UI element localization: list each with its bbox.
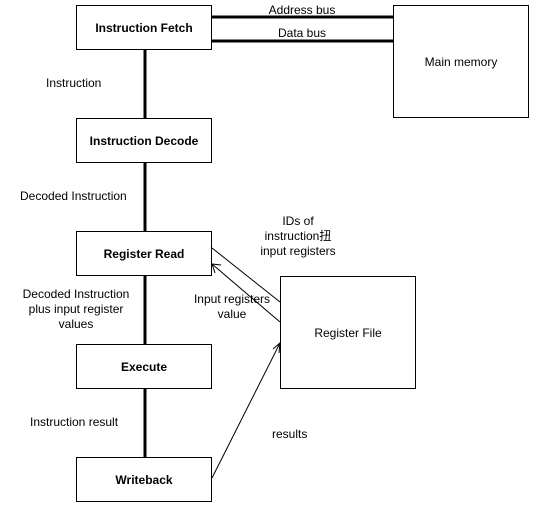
decoded-plus-line-1: Decoded Instruction <box>22 287 130 301</box>
decoded-plus-line-3: values <box>58 317 94 331</box>
ids-line-2: instruction扭 <box>264 229 332 243</box>
ids-line-3: input registers <box>260 244 336 258</box>
ids-label: IDs of instruction扭 input registers <box>248 214 348 259</box>
ids-line-1: IDs of <box>282 214 314 228</box>
results-label: results <box>272 427 308 441</box>
decoded-plus-values-label: Decoded Instruction plus input register … <box>16 287 136 332</box>
results-arrow <box>211 342 281 479</box>
values-to-register-read-arrow <box>211 263 281 323</box>
values-arrowhead <box>211 263 222 274</box>
instruction-result-label: Instruction result <box>30 415 119 429</box>
input-values-line-2: value <box>217 307 247 321</box>
results-arrowhead <box>272 341 281 354</box>
instruction-decode-box: Instruction Decode <box>76 118 212 163</box>
register-read-box: Register Read <box>76 231 212 276</box>
decoded-plus-line-2: plus input register <box>28 302 124 316</box>
execute-box: Execute <box>76 344 212 389</box>
instruction-fetch-box: Instruction Fetch <box>76 5 212 50</box>
writeback-box: Writeback <box>76 457 212 502</box>
data-bus-label: Data bus <box>277 26 327 40</box>
register-file-box: Register File <box>280 276 416 389</box>
address-bus-label: Address bus <box>268 3 336 17</box>
main-memory-box: Main memory <box>393 5 529 118</box>
input-values-line-1: Input registers <box>193 292 271 306</box>
input-values-label: Input registers value <box>186 292 278 322</box>
instruction-label: Instruction <box>46 76 102 90</box>
decoded-instruction-label: Decoded Instruction <box>20 189 127 203</box>
ids-to-register-file-line <box>211 247 281 303</box>
